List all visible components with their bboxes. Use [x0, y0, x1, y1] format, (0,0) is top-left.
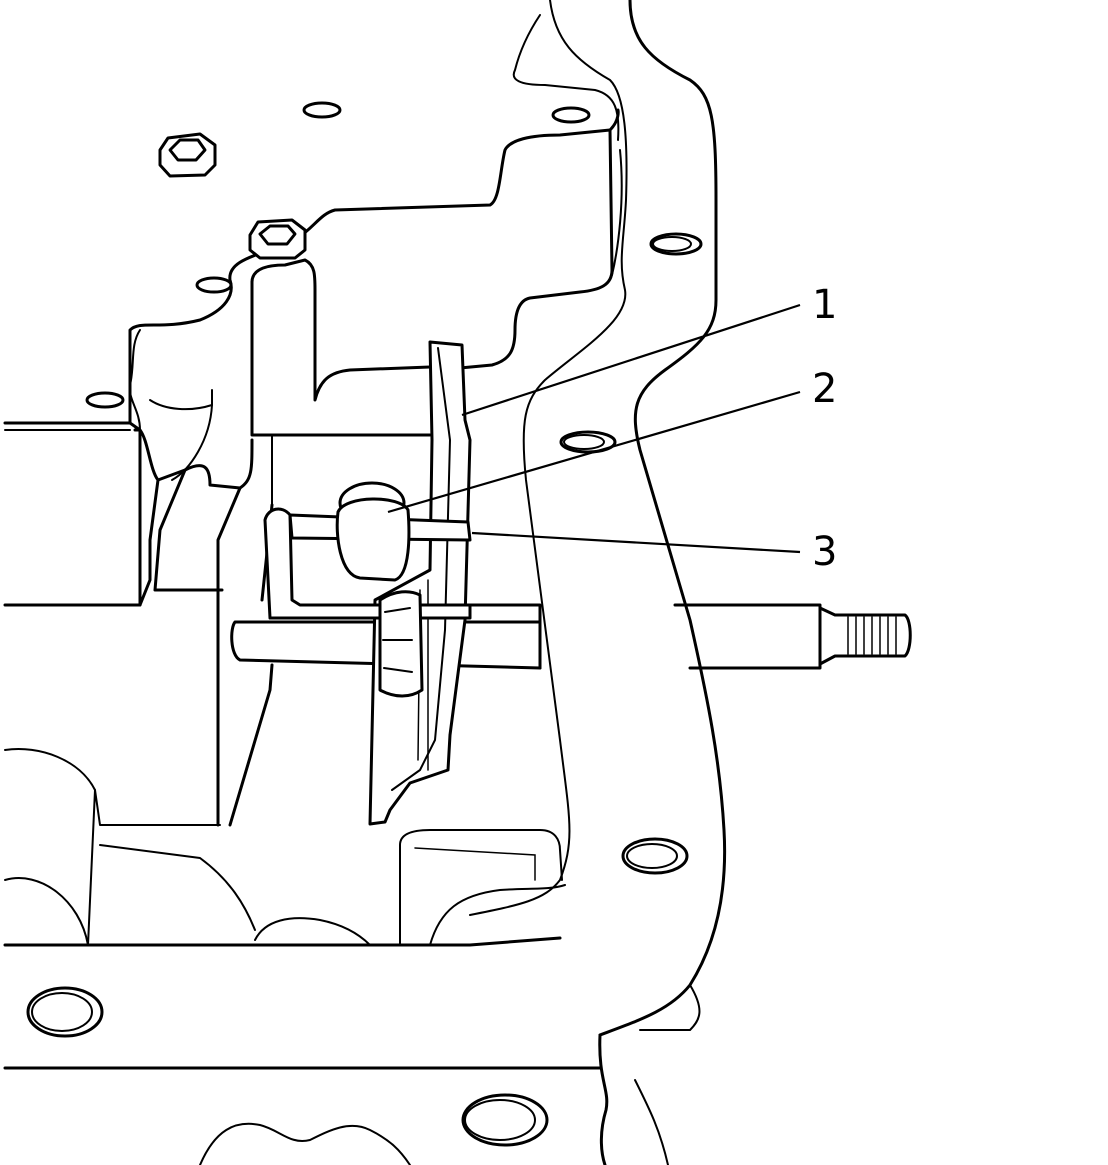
bolt-center [248, 218, 307, 260]
callout-1: 1 [461, 282, 837, 417]
detent-lever [368, 340, 472, 826]
callout-label-1: 1 [812, 282, 837, 328]
lower-case [3, 748, 701, 1165]
valve-body [3, 101, 623, 827]
callout-label-2: 2 [812, 366, 837, 412]
case-flange [469, 0, 727, 1037]
detent-roller [263, 481, 472, 620]
callout-label-3: 3 [812, 529, 837, 575]
callout-2: 2 [387, 366, 837, 514]
shaft-nut [378, 590, 424, 698]
bolt-left [158, 132, 217, 178]
callout-3: 3 [471, 529, 837, 575]
